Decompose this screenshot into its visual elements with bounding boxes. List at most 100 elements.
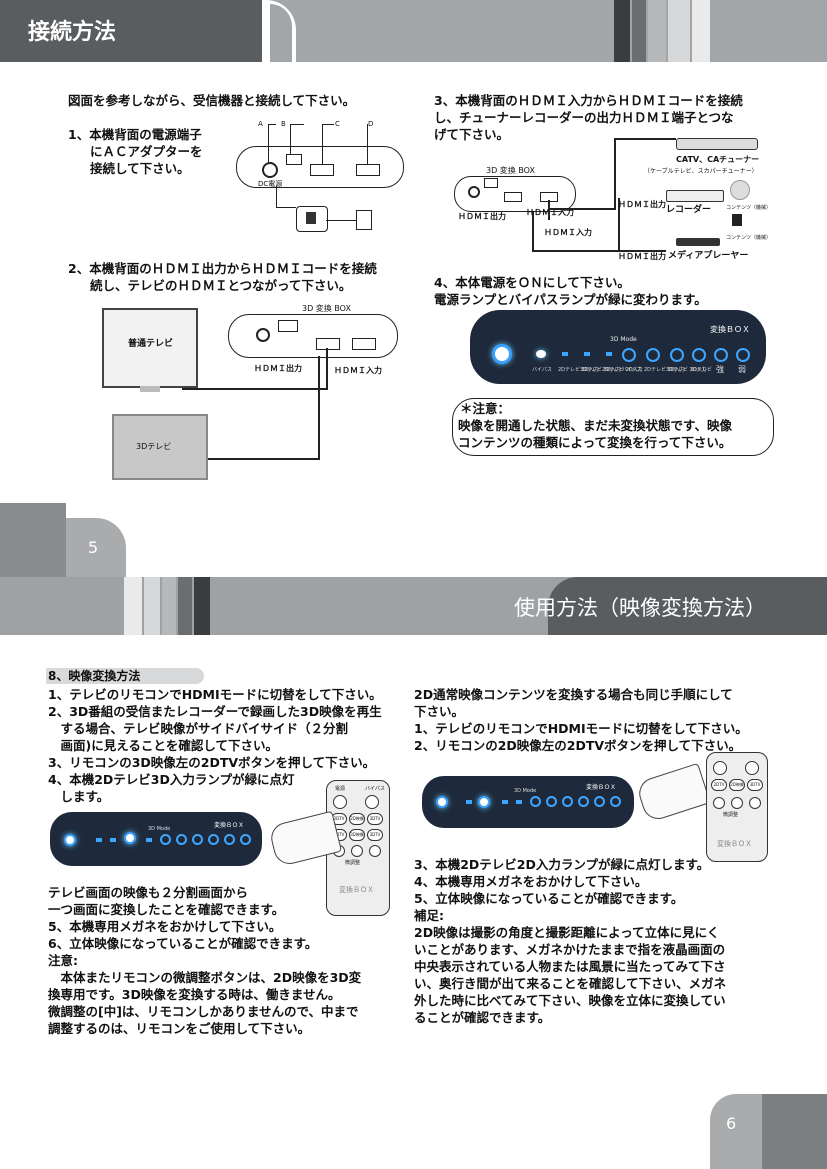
remote-bypass-button[interactable] — [745, 761, 759, 775]
step4-line1: 4、本体電源をＯＮにして下さい。 — [434, 275, 630, 290]
instruction-line: 1、テレビのリモコンでHDMIモードに切替をして下さい。 — [48, 687, 382, 702]
instruction-line: 2D通常映像コンテンツを変換する場合も同じ手順にして — [414, 687, 733, 702]
remote-3dtv-button-2[interactable]: 3DTV — [367, 829, 383, 841]
remote-power-button[interactable] — [333, 795, 347, 809]
dc-jack-icon — [468, 186, 480, 198]
hdmi-in-label-right-2: ＨＤＭＩ入力 — [544, 228, 592, 237]
page6-right-block — [762, 1094, 827, 1169]
led-indicator — [110, 838, 116, 842]
led-ring — [546, 796, 557, 807]
led-ring — [530, 796, 541, 807]
instruction-line: します。 — [48, 789, 110, 804]
page-number-6: 6 — [726, 1114, 737, 1133]
remote-2d-button[interactable]: 2D映像 — [349, 813, 365, 825]
step1-line3: 接続して下さい。 — [90, 161, 190, 176]
note-line1: 映像を開通した状態、まだ未変換状態です、映像 — [458, 418, 733, 433]
panel-label: 2Dテレビ 3D入力 — [558, 367, 599, 373]
port-label-c: C — [335, 120, 340, 128]
hdmi-out-port-icon — [316, 338, 340, 350]
step3-line3: げて下さい。 — [434, 127, 510, 142]
remote-3dtv-button[interactable]: 3DTV — [367, 813, 383, 825]
led-ring — [610, 796, 621, 807]
section-stripe — [194, 577, 210, 635]
remote-2d-button[interactable]: 2D映像 — [729, 779, 745, 791]
hdmi-cable — [614, 138, 676, 140]
header-bar: 接続方法 — [0, 0, 827, 62]
remote-bypass-button[interactable] — [365, 795, 379, 809]
content-label-2: コンテンツ（機械） — [726, 235, 772, 241]
remote-plus-button[interactable] — [351, 845, 363, 857]
step3-line2: し、チューナーレコーダーの出力ＨＤＭＩ端子とつな — [434, 110, 734, 125]
dc-jack-icon — [262, 162, 278, 178]
step4-line2: 電源ランプとバイパスランプが緑に変わります。 — [434, 292, 707, 307]
page6-badge: 6 — [710, 1094, 762, 1169]
pointer-line — [268, 124, 269, 162]
led-ring — [692, 348, 706, 362]
instruction-line: 下さい。 — [414, 704, 465, 719]
led-indicator — [606, 352, 612, 356]
cable-line — [276, 186, 277, 208]
led-ring — [594, 796, 605, 807]
remote-brand: 変換ＢＯＸ — [339, 886, 374, 894]
led-indicator — [584, 352, 590, 356]
section-title-block — [548, 577, 827, 635]
led-ring — [192, 834, 203, 845]
hdmi-cable — [532, 212, 534, 252]
header-dark-block — [0, 0, 268, 62]
page-number-5: 5 — [88, 538, 99, 557]
box-rear-diagram-2 — [228, 314, 398, 358]
remote-fine-button[interactable] — [749, 797, 761, 809]
recorder-icon — [666, 190, 724, 202]
hdmi-in-port-icon — [352, 338, 376, 350]
catv-label: CATV、CAチューナー — [676, 155, 760, 164]
header-stripe — [614, 0, 630, 62]
hdmi-out-label-recorder: ＨＤＭＩ出力 — [618, 200, 666, 209]
remote-3d-button[interactable]: 3D映像 — [349, 829, 365, 841]
instruction-line: 一つ画面に変換したことを確認できます。 — [48, 902, 285, 917]
catv-sub-label: （ケーブルテレビ、スカパーチューナー） — [644, 168, 758, 175]
hdmi-cable — [206, 458, 320, 460]
hdmi-cable — [318, 356, 320, 460]
power-icon — [436, 796, 448, 808]
remote-brand: 変換ＢＯＸ — [717, 840, 752, 848]
remote-2dtv-button[interactable]: 2DTV — [711, 779, 727, 791]
wall-outlet-icon — [356, 210, 372, 230]
heading-pill — [46, 668, 204, 684]
hdmi-cable — [532, 250, 666, 252]
page5-badge: 5 — [66, 518, 126, 578]
panel-label: 3Dテレビ 3D入力 — [666, 367, 707, 373]
hdmi-cable — [326, 348, 328, 388]
box-label-right: 3D 変換 BOX — [486, 166, 535, 175]
led-ring — [714, 348, 728, 362]
instruction-line: 画面)に見えることを確認して下さい。 — [48, 738, 278, 753]
remote-plus-button[interactable] — [731, 797, 743, 809]
section-stripe — [124, 577, 142, 635]
pointer-line — [367, 124, 368, 164]
remote-fine-button[interactable] — [369, 845, 381, 857]
section-heading: 8、映像変換方法 — [48, 669, 141, 683]
hdmi-cable — [182, 388, 328, 390]
front-panel-left: 3D Mode 変換ＢＯＸ — [50, 812, 262, 866]
disc-icon — [730, 180, 750, 200]
instruction-line: 微調整の[中]は、リモコンしかありませんので、中まで — [48, 1004, 359, 1019]
note-box — [452, 398, 774, 456]
power-icon — [492, 344, 512, 364]
page-title: 接続方法 — [28, 20, 117, 45]
led-indicator — [146, 838, 152, 842]
remote-minus-button[interactable] — [713, 797, 725, 809]
power-icon — [64, 834, 76, 846]
instruction-line: い、奥行き間が出て来ることを確認して下さい、メガネ — [414, 976, 727, 991]
header-stripe — [648, 0, 666, 62]
remote-power-button[interactable] — [713, 761, 727, 775]
pointing-hand-icon — [635, 762, 711, 824]
panel-label: バイパス — [622, 367, 642, 373]
box-label: 3D 変換 BOX — [302, 304, 351, 313]
led-indicator — [466, 800, 472, 804]
led-ring — [736, 348, 750, 362]
section-stripe — [162, 577, 176, 635]
remote-control-left: 電源 バイパス 2DTV 2D映像 3DTV 2DTV 3D映像 3DTV 微調… — [326, 780, 390, 916]
remote-3dtv-button[interactable]: 3DTV — [747, 779, 763, 791]
led-ring — [240, 834, 251, 845]
remote-bypass-label: バイパス — [365, 786, 385, 792]
hdmi-cable — [614, 138, 616, 210]
